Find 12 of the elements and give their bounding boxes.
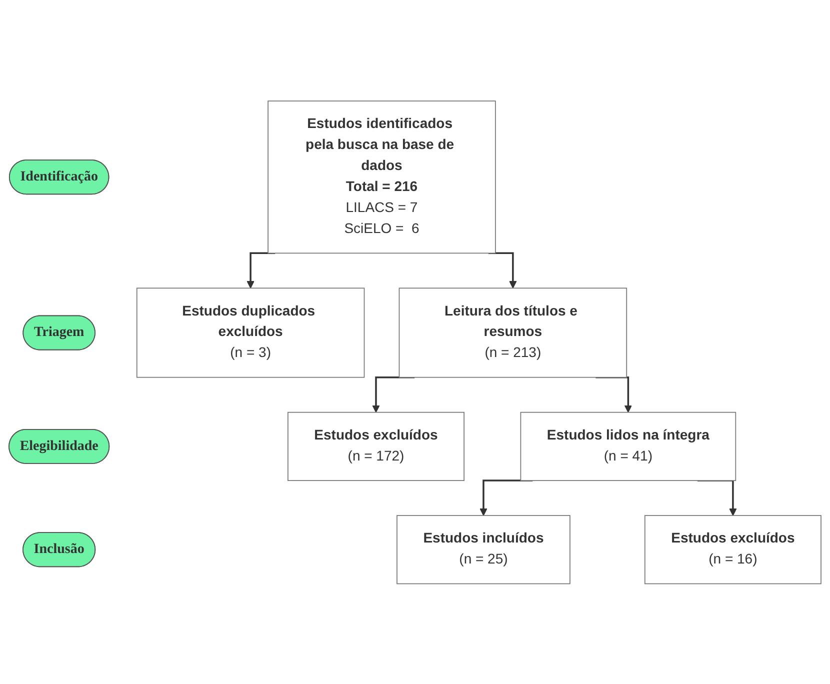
node-box [398, 287, 628, 378]
arrow [488, 252, 517, 288]
node-box [396, 514, 570, 584]
node-box [520, 412, 736, 481]
node-box [644, 514, 822, 584]
arrow [246, 252, 276, 288]
node-box [288, 412, 464, 481]
arrow [480, 479, 533, 516]
node-box [136, 287, 365, 378]
arrow [697, 479, 737, 516]
node-box [268, 100, 496, 254]
flowchart: Identificação Triagem Elegibilidade Inclusão Estudos identificados pela busca na base de dados Total = 216 LILACS = 7 SciELO = 6 Estudos duplicados excluídos (n = 3) Leitura dos títulos e resumos (n = 213) Estudos excluídos (n = 172) Estudos lidos na íntegra (n = 41) Estudos excluídos (n = 16) Estudos incluídos (n = 25) [2, 94, 828, 590]
